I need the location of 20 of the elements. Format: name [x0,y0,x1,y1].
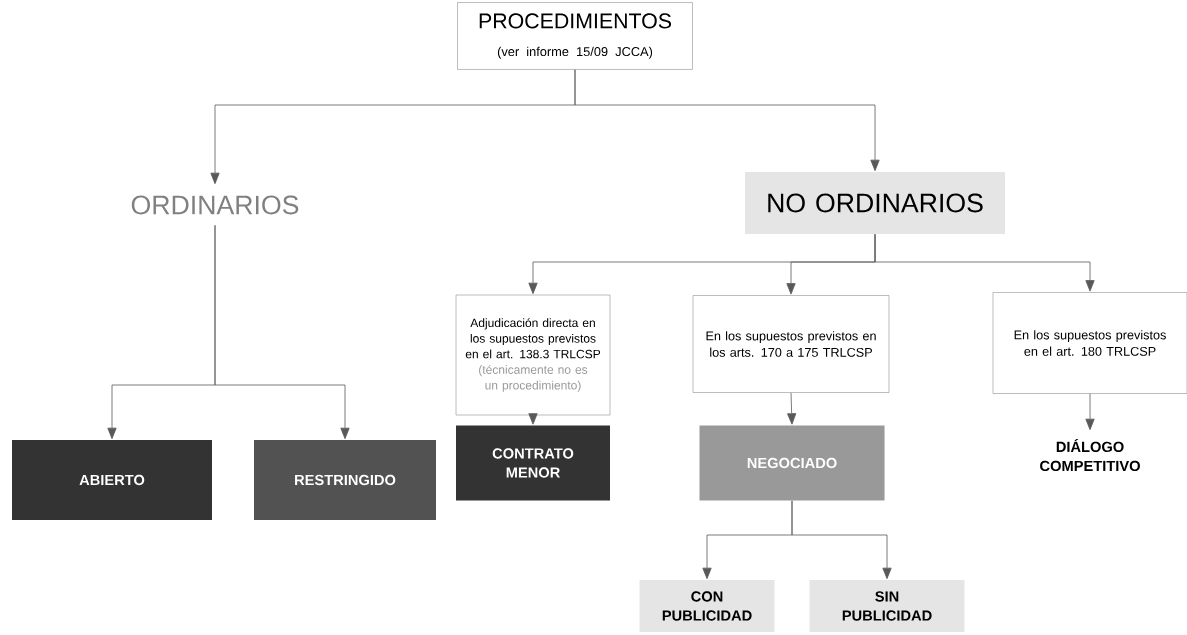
category-label: ORDINARIOS [131,195,299,215]
arrow [787,392,797,425]
arrow [874,233,1095,292]
arrow [1085,393,1095,431]
arrow [791,500,892,580]
arrow [214,224,350,440]
procedure-box: RESTRINGIDO [254,440,436,520]
arrow [574,69,880,172]
description-box: En los supuestos previstos en los arts. 170 a 175 TRLCSP [692,295,890,393]
title-box: PROCEDIMIENTOS (ver informe 15/09 JCCA) [457,2,693,70]
procedure-box: ABIERTO [12,440,212,520]
procedure-label: DIÁLOGO COMPETITIVO [1040,438,1140,472]
procedure-box: NEGOCIADO [699,425,885,501]
category-band: NO ORDINARIOS [745,172,1005,234]
description-box: En los supuestos previstos en el art. 180 TRLCSP [992,292,1187,394]
procedure-box: SIN PUBLICIDAD [809,580,965,632]
procedure-box: CONTRATO MENOR [456,425,610,501]
procedure-box: CON PUBLICIDAD [639,580,775,632]
arrow [528,413,538,425]
description-box: Adjudicación directa en los supuestos previstos en el art. 138.3 TRLCSP (técnicamente no es un procedimiento) [455,294,611,416]
